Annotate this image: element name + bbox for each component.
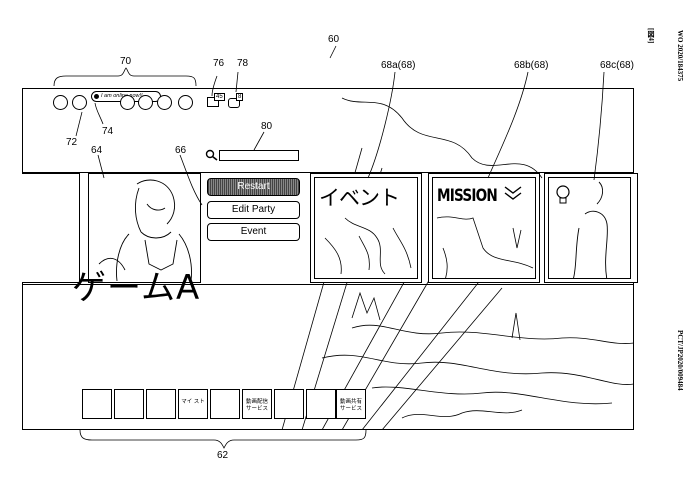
friend-avatar[interactable] (72, 95, 87, 110)
lower-divider (22, 284, 634, 285)
application-number: PCT/JP2020/009484 (676, 330, 684, 391)
video-sharing-thumbnail[interactable]: 動画共有 サービス (336, 389, 366, 419)
publication-number: WO 2020/184375 (676, 30, 684, 82)
previous-game-tile[interactable] (22, 173, 80, 283)
game-thumbnail[interactable] (306, 389, 336, 419)
game-thumbnail[interactable] (114, 389, 144, 419)
event-tile[interactable]: イベント (310, 173, 422, 283)
edit-party-button[interactable]: Edit Party (207, 201, 300, 219)
mail-badge: 45 (214, 93, 225, 101)
game-thumbnail[interactable] (274, 389, 304, 419)
search-input[interactable] (219, 150, 299, 161)
ref-68c: 68c(68) (600, 60, 634, 71)
ref-70: 70 (120, 56, 132, 67)
character-illustration (98, 179, 192, 281)
game-title: ゲームA (72, 268, 201, 308)
event-tile-frame: イベント (314, 177, 418, 279)
game-thumbnail[interactable] (82, 389, 112, 419)
quest-tile-frame (548, 177, 631, 279)
event-tile-label: イベント (319, 186, 400, 210)
mission-illustration (436, 216, 534, 278)
game-tile[interactable] (88, 173, 201, 283)
restart-button[interactable]: Restart (207, 178, 300, 196)
event-button[interactable]: Event (207, 223, 300, 241)
friend-avatar[interactable] (178, 95, 193, 110)
friend-avatar[interactable] (157, 95, 172, 110)
ref-76: 76 (213, 58, 225, 69)
mission-tile-frame: MISSION (432, 177, 536, 279)
mission-tile-label: MISSION (437, 186, 498, 206)
game-thumbnail[interactable] (146, 389, 176, 419)
ref-64: 64 (91, 145, 103, 156)
ref-78: 78 (237, 58, 249, 69)
ref-60: 60 (328, 34, 340, 45)
chevron-badge-icon (504, 186, 522, 200)
lightbulb-icon (556, 185, 570, 204)
ref-68a: 68a(68) (381, 60, 416, 71)
mail-icon[interactable] (207, 97, 219, 107)
figure-label: [図4] (647, 28, 655, 44)
friend-request-badge: 8 (236, 93, 244, 101)
search-icon[interactable] (205, 149, 219, 161)
ref-80: 80 (261, 121, 273, 132)
friend-avatar[interactable] (120, 95, 135, 110)
online-dot-icon (94, 94, 99, 99)
event-illustration (324, 217, 412, 275)
game-thumbnail[interactable] (210, 389, 240, 419)
upper-divider (22, 172, 634, 173)
ref-74: 74 (102, 126, 114, 137)
quest-illustration (573, 181, 608, 278)
quest-tile[interactable] (544, 173, 638, 283)
game-thumbnail[interactable]: マイ スト (178, 389, 208, 419)
ref-62: 62 (217, 450, 229, 461)
mission-tile[interactable]: MISSION (428, 173, 540, 283)
friend-request-icon[interactable] (228, 98, 240, 108)
ref-68b: 68b(68) (514, 60, 549, 71)
video-streaming-thumbnail[interactable]: 動画配信 サービス (242, 389, 272, 419)
ref-72: 72 (66, 137, 78, 148)
friend-avatar[interactable] (138, 95, 153, 110)
ref-66: 66 (175, 145, 187, 156)
friend-avatar[interactable] (53, 95, 68, 110)
